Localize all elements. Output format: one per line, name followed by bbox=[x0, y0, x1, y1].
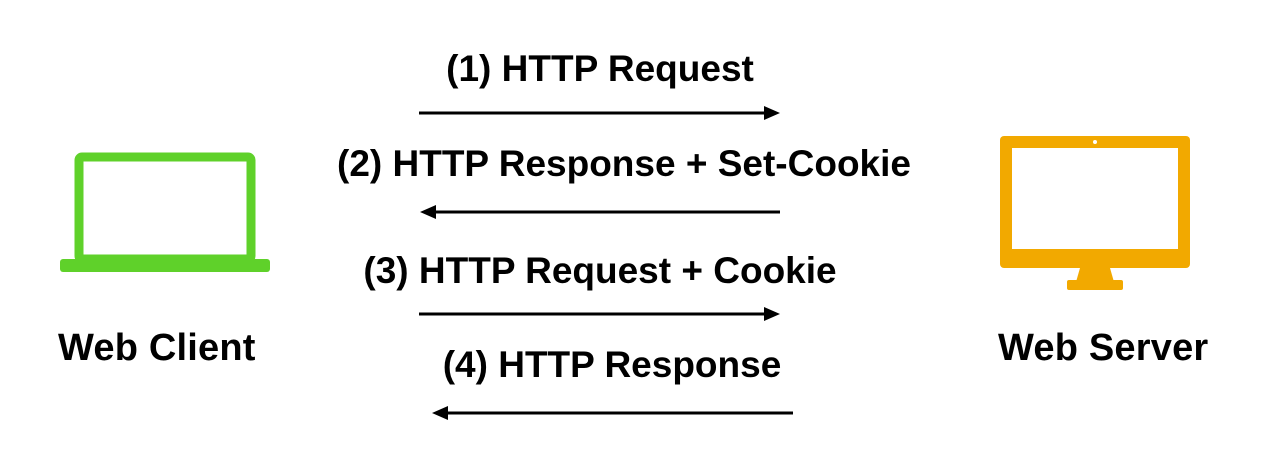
laptop-icon bbox=[60, 152, 270, 272]
message-2-label: (2) HTTP Response + Set-Cookie bbox=[337, 143, 911, 184]
message-4-label: (4) HTTP Response bbox=[442, 344, 782, 385]
arrow-request-3 bbox=[419, 307, 780, 321]
web-client-label: Web Client bbox=[58, 327, 256, 369]
message-1-label: (1) HTTP Request bbox=[446, 48, 754, 89]
arrow-response-2 bbox=[420, 205, 780, 219]
message-3-label: (3) HTTP Request + Cookie bbox=[363, 250, 837, 291]
arrow-request-1 bbox=[419, 106, 780, 120]
monitor-icon bbox=[1000, 136, 1190, 290]
arrow-response-4 bbox=[432, 406, 793, 420]
web-server-label: Web Server bbox=[998, 327, 1209, 369]
